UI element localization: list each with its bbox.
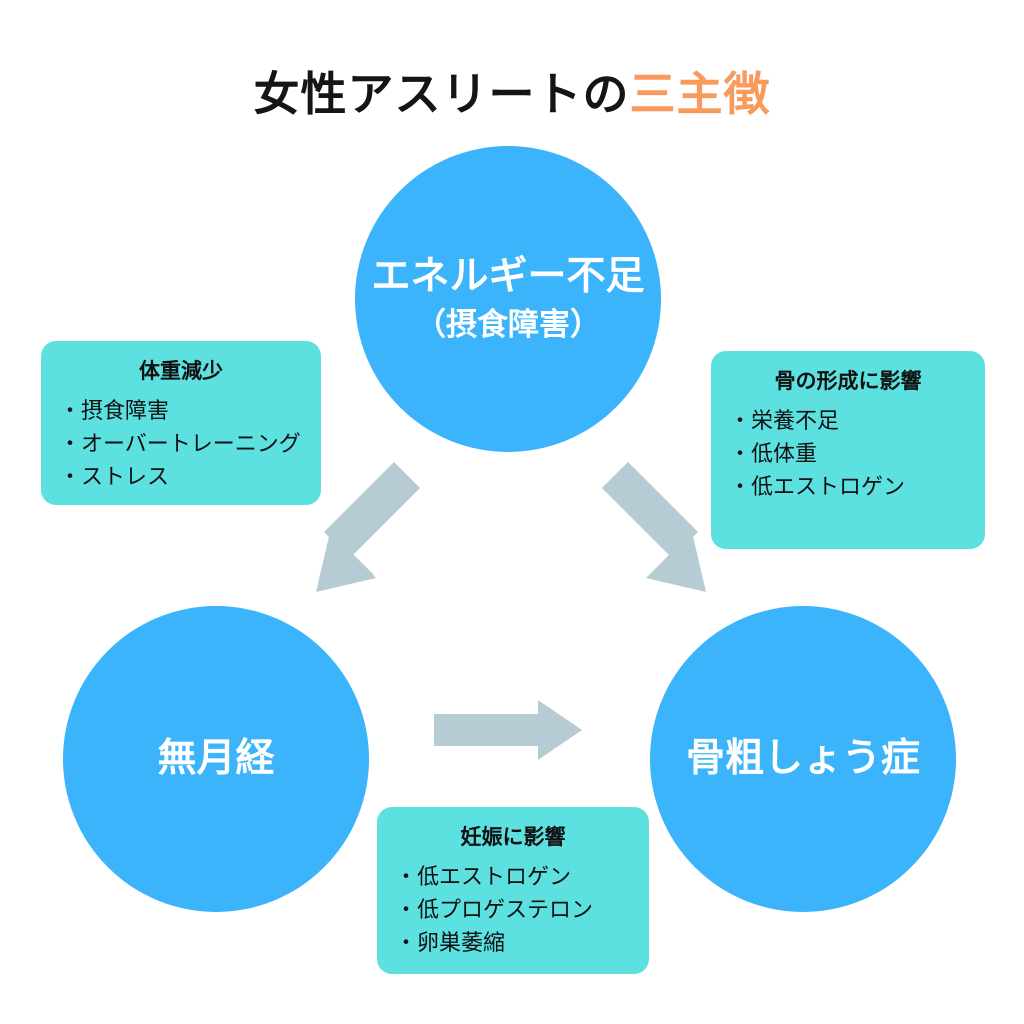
arrow-amenorrhea-to-osteoporosis-icon (434, 700, 582, 760)
node-energy-deficiency[interactable]: エネルギー不足 （摂食障害） (355, 146, 661, 452)
node-osteoporosis-label: 骨粗しょう症 (685, 736, 920, 782)
node-amenorrhea[interactable]: 無月経 (63, 606, 369, 912)
list-item: 低プロゲステロン (395, 894, 631, 927)
title-main-text: 女性アスリートの (253, 67, 630, 121)
info-box-bone-formation[interactable]: 骨の形成に影響 栄養不足 低体重 低エストロゲン (711, 351, 985, 549)
info-box-bone-formation-title: 骨の形成に影響 (774, 369, 922, 393)
list-item: 栄養不足 (729, 405, 967, 438)
title-accent-text: 三主徴 (629, 67, 771, 121)
info-box-weight-loss-title: 体重減少 (139, 359, 223, 383)
list-item: 低エストロゲン (729, 471, 967, 504)
list-item: ストレス (59, 461, 303, 494)
info-box-weight-loss[interactable]: 体重減少 摂食障害 オーバートレーニング ストレス (41, 341, 321, 505)
node-amenorrhea-label: 無月経 (157, 736, 275, 782)
node-osteoporosis[interactable]: 骨粗しょう症 (650, 606, 956, 912)
info-box-pregnancy[interactable]: 妊娠に影響 低エストロゲン 低プロゲステロン 卵巣萎縮 (377, 807, 649, 974)
list-item: 低エストロゲン (395, 861, 631, 894)
arrow-energy-to-amenorrhea-icon (316, 462, 420, 592)
info-box-weight-loss-list: 摂食障害 オーバートレーニング ストレス (59, 395, 303, 494)
arrow-energy-to-osteoporosis-icon (602, 462, 706, 592)
list-item: 低体重 (729, 438, 967, 471)
list-item: 摂食障害 (59, 395, 303, 428)
list-item: 卵巣萎縮 (395, 927, 631, 960)
page-title: 女性アスリートの三主徴 (0, 58, 1024, 124)
list-item: オーバートレーニング (59, 428, 303, 461)
info-box-pregnancy-title: 妊娠に影響 (460, 825, 566, 849)
info-box-bone-formation-list: 栄養不足 低体重 低エストロゲン (729, 405, 967, 504)
node-energy-deficiency-label-line1: エネルギー不足 (371, 254, 645, 300)
node-energy-deficiency-label-line2: （摂食障害） (415, 307, 601, 344)
info-box-pregnancy-list: 低エストロゲン 低プロゲステロン 卵巣萎縮 (395, 861, 631, 960)
